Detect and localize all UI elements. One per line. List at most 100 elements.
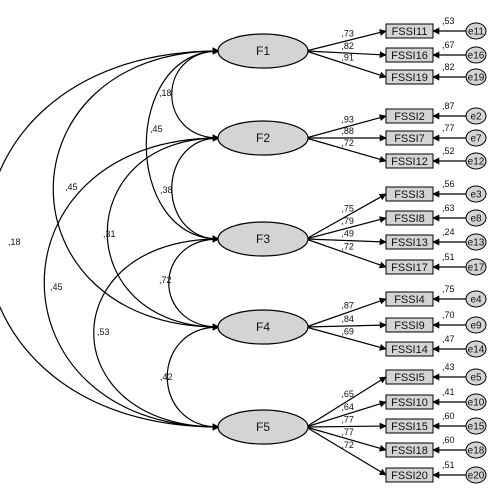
loading-path xyxy=(305,137,387,163)
loading-path xyxy=(305,422,387,430)
item-box xyxy=(385,259,434,275)
loading-path xyxy=(305,238,387,246)
covariance-value-f3-f5: ,53 xyxy=(97,327,110,337)
error-ellipse xyxy=(465,316,487,334)
error-label: e17 xyxy=(468,263,485,274)
covariance-arc-f4-f5 xyxy=(166,323,220,431)
error-label: e8 xyxy=(470,214,482,225)
loading-value: ,93 xyxy=(341,115,354,125)
item-box xyxy=(385,442,434,458)
factor-ellipse-f5 xyxy=(217,409,309,445)
loading-value: ,69 xyxy=(341,326,354,336)
factor-ellipse-f3 xyxy=(217,221,309,257)
item-box xyxy=(385,47,434,63)
loading-value: ,65 xyxy=(341,389,354,399)
loading-value: ,72 xyxy=(341,440,354,450)
error-ellipse xyxy=(465,441,487,459)
item-box xyxy=(385,153,434,169)
error-label: e11 xyxy=(468,27,484,38)
covariance-arc-f1-f4 xyxy=(52,47,220,331)
covariance-value-f1-f4: ,45 xyxy=(65,182,78,192)
loading-value: ,79 xyxy=(341,216,354,226)
r-squared-value: ,51 xyxy=(442,460,455,470)
r-squared-value: ,60 xyxy=(442,411,455,421)
factor-label-f1: F1 xyxy=(256,44,270,58)
error-label: e4 xyxy=(470,295,482,306)
factor-ellipse-f1 xyxy=(217,33,309,69)
error-label: e19 xyxy=(468,73,485,84)
item-label: FSSI10 xyxy=(391,397,428,409)
r-squared-value: ,47 xyxy=(442,334,455,344)
error-label: e3 xyxy=(470,190,482,201)
r-squared-value: ,82 xyxy=(442,62,455,72)
item-box xyxy=(385,418,434,434)
factor-label-f5: F5 xyxy=(256,420,270,434)
item-label: FSSI5 xyxy=(394,372,425,384)
factor-label-f3: F3 xyxy=(256,232,270,246)
item-label: FSSI20 xyxy=(391,470,428,482)
item-box xyxy=(385,69,434,85)
item-label: FSSI3 xyxy=(394,189,425,201)
covariance-value-f3-f4: ,72 xyxy=(159,275,172,285)
error-ellipse xyxy=(465,393,487,411)
covariance-arc-f2-f4 xyxy=(106,134,220,331)
error-label: e15 xyxy=(468,422,485,433)
item-box xyxy=(385,108,434,124)
error-ellipse xyxy=(465,209,487,227)
item-label: FSSI14 xyxy=(391,344,428,356)
item-label: FSSI17 xyxy=(391,262,428,274)
r-squared-value: ,67 xyxy=(442,40,455,50)
error-ellipse xyxy=(465,22,487,40)
error-label: e2 xyxy=(470,112,482,123)
loading-path xyxy=(305,50,387,79)
r-squared-value: ,87 xyxy=(442,101,455,111)
error-ellipse xyxy=(465,152,487,170)
error-label: e18 xyxy=(468,446,485,457)
loading-value: ,77 xyxy=(341,414,354,424)
item-box xyxy=(385,317,434,333)
item-box xyxy=(385,234,434,250)
item-box xyxy=(385,394,434,410)
loading-path xyxy=(305,216,387,240)
covariance-value-f4-f5: ,42 xyxy=(160,372,173,382)
error-label: e7 xyxy=(470,134,482,145)
item-label: FSSI4 xyxy=(394,294,425,306)
loading-value: ,72 xyxy=(341,242,354,252)
loading-path xyxy=(305,426,387,476)
r-squared-value: ,77 xyxy=(442,123,455,133)
error-label: e5 xyxy=(470,373,482,384)
error-ellipse xyxy=(465,417,487,435)
error-ellipse xyxy=(465,258,487,276)
item-box xyxy=(385,210,434,226)
item-label: FSSI19 xyxy=(391,72,428,84)
loading-value: ,77 xyxy=(341,427,354,437)
loading-value: ,84 xyxy=(341,314,354,324)
item-label: FSSI7 xyxy=(394,133,425,145)
loading-path xyxy=(305,297,387,328)
error-label: e10 xyxy=(468,398,485,409)
loading-path xyxy=(305,326,387,351)
loading-value: ,73 xyxy=(341,29,354,39)
item-box xyxy=(385,23,434,39)
item-box xyxy=(385,341,434,357)
loading-path xyxy=(305,376,387,428)
loading-value: ,88 xyxy=(341,126,354,136)
loading-path xyxy=(305,321,387,329)
loading-value: ,75 xyxy=(341,204,354,214)
factor-label-f2: F2 xyxy=(256,131,270,145)
covariance-value-f1-f5: ,18 xyxy=(8,237,21,247)
error-ellipse xyxy=(465,68,487,86)
item-label: FSSI13 xyxy=(391,237,428,249)
r-squared-value: ,51 xyxy=(442,252,455,262)
item-box xyxy=(385,186,434,202)
r-squared-value: ,63 xyxy=(442,203,455,213)
r-squared-value: ,75 xyxy=(442,284,455,294)
loading-path xyxy=(305,193,387,240)
loading-value: ,64 xyxy=(341,402,354,412)
factor-ellipse-f2 xyxy=(217,120,309,156)
r-squared-value: ,52 xyxy=(442,146,455,156)
r-squared-value: ,41 xyxy=(442,387,455,397)
error-label: e20 xyxy=(468,471,485,482)
item-label: FSSI12 xyxy=(391,156,428,168)
r-squared-value: ,60 xyxy=(442,435,455,445)
